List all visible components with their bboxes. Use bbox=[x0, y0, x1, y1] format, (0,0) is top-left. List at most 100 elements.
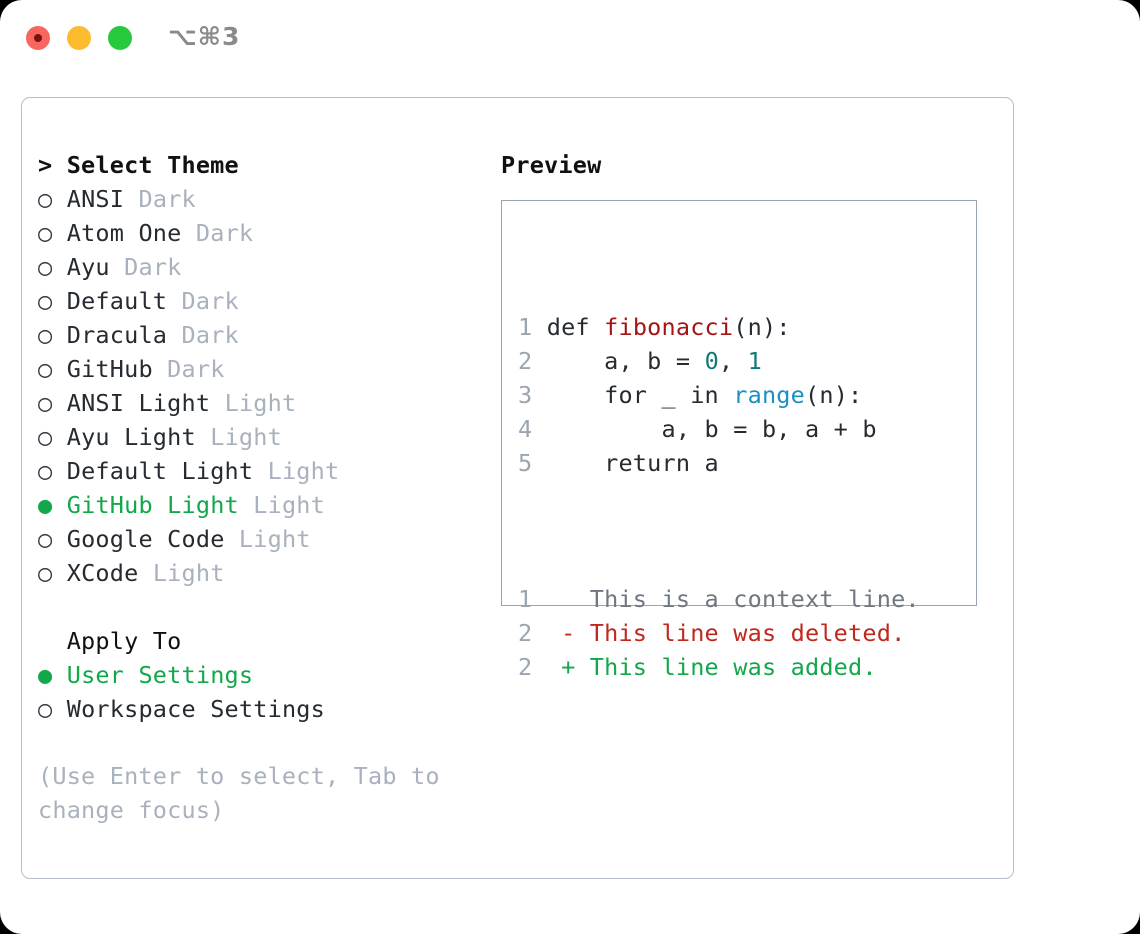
code-token-number: 1 bbox=[747, 347, 762, 375]
theme-option-label: Atom One bbox=[66, 219, 182, 247]
code-token-plain: a, b = bbox=[546, 347, 705, 375]
diff-marker bbox=[561, 585, 590, 613]
code-line: 4 a, b = b, a + b bbox=[518, 412, 920, 446]
spacer bbox=[52, 185, 66, 213]
maximize-window-button[interactable] bbox=[108, 26, 132, 50]
theme-option-ayu-light[interactable]: ○ Ayu Light Light bbox=[38, 420, 488, 454]
theme-option-ansi-light[interactable]: ○ ANSI Light Light bbox=[38, 386, 488, 420]
apply-to-option-workspace-settings[interactable]: ○ Workspace Settings bbox=[38, 692, 488, 726]
theme-option-label: Ayu Light bbox=[66, 423, 196, 451]
section-spacer bbox=[38, 590, 488, 624]
theme-option-dracula[interactable]: ○ Dracula Dark bbox=[38, 318, 488, 352]
theme-option-tag: Light bbox=[210, 423, 282, 451]
diff-line-context: 1 This is a context line. bbox=[518, 582, 920, 616]
diff-text: This is a context line. bbox=[589, 585, 920, 613]
code-token-plain: , bbox=[718, 347, 748, 375]
spacer bbox=[52, 287, 66, 315]
spacer bbox=[52, 661, 66, 689]
line-number: 2 bbox=[518, 653, 533, 681]
code-line: 3 for _ in range(n): bbox=[518, 378, 920, 412]
panel-columns: > Select Theme ○ ANSI Dark○ Atom One Dar… bbox=[22, 98, 1013, 878]
line-number: 3 bbox=[518, 381, 533, 409]
theme-option-label: Ayu bbox=[66, 253, 110, 281]
apply-to-option-label: Workspace Settings bbox=[66, 695, 325, 723]
theme-option-label: ANSI Light bbox=[66, 389, 211, 417]
apply-to-option-label: User Settings bbox=[66, 661, 254, 689]
theme-option-label: Default bbox=[66, 287, 168, 315]
line-number: 1 bbox=[518, 585, 533, 613]
radio-unselected-icon: ○ bbox=[38, 457, 53, 485]
close-window-button[interactable] bbox=[26, 26, 50, 50]
preview-title: Preview bbox=[501, 151, 602, 179]
spacer bbox=[196, 423, 210, 451]
radio-unselected-icon: ○ bbox=[38, 287, 53, 315]
title-bar: ⌥⌘3 bbox=[0, 0, 1140, 78]
code-token-builtin: range bbox=[733, 381, 805, 409]
radio-unselected-icon: ○ bbox=[38, 389, 53, 417]
theme-option-xcode[interactable]: ○ XCode Light bbox=[38, 556, 488, 590]
theme-option-tag: Light bbox=[224, 389, 297, 417]
window-controls bbox=[26, 26, 132, 50]
spacer bbox=[52, 423, 66, 451]
radio-unselected-icon: ○ bbox=[38, 525, 53, 553]
line-number: 4 bbox=[518, 415, 533, 443]
code-token-number: 0 bbox=[704, 347, 719, 375]
spacer bbox=[52, 695, 66, 723]
spacer bbox=[52, 253, 66, 281]
code-token-plain: return a bbox=[546, 449, 719, 477]
spacer bbox=[52, 355, 66, 383]
theme-option-tag: Dark bbox=[195, 219, 254, 247]
radio-selected-icon: ● bbox=[38, 491, 53, 519]
theme-option-ansi[interactable]: ○ ANSI Dark bbox=[38, 182, 488, 216]
theme-option-label: XCode bbox=[66, 559, 139, 587]
spacer bbox=[52, 457, 66, 485]
code-token-plain: (n): bbox=[805, 381, 863, 409]
theme-selection-column: > Select Theme ○ ANSI Dark○ Atom One Dar… bbox=[38, 148, 488, 827]
diff-line-added: 2 + This line was added. bbox=[518, 650, 920, 684]
apply-to-title: Apply To bbox=[38, 627, 182, 655]
theme-option-atom-one[interactable]: ○ Atom One Dark bbox=[38, 216, 488, 250]
spacer bbox=[532, 313, 546, 341]
line-number: 2 bbox=[518, 619, 533, 647]
spacer bbox=[138, 559, 152, 587]
spacer bbox=[52, 321, 66, 349]
main-panel: > Select Theme ○ ANSI Dark○ Atom One Dar… bbox=[21, 97, 1014, 879]
radio-unselected-icon: ○ bbox=[38, 185, 53, 213]
theme-list-title: > Select Theme bbox=[38, 151, 239, 179]
theme-option-github-light[interactable]: ● GitHub Light Light bbox=[38, 488, 488, 522]
theme-option-tag: Light bbox=[267, 457, 340, 485]
radio-unselected-icon: ○ bbox=[38, 321, 53, 349]
diff-text: This line was added. bbox=[589, 653, 877, 681]
apply-to-list[interactable]: ● User Settings○ Workspace Settings bbox=[38, 658, 488, 726]
code-line: 2 a, b = 0, 1 bbox=[518, 344, 920, 378]
spacer bbox=[52, 219, 66, 247]
code-line: 5 return a bbox=[518, 446, 920, 480]
code-line: 1 def fibonacci(n): bbox=[518, 310, 920, 344]
diff-marker: - bbox=[561, 619, 590, 647]
spacer bbox=[532, 347, 546, 375]
radio-unselected-icon: ○ bbox=[38, 423, 53, 451]
spacer bbox=[532, 415, 546, 443]
theme-option-github[interactable]: ○ GitHub Dark bbox=[38, 352, 488, 386]
code-token-function: fibonacci bbox=[604, 313, 734, 341]
theme-option-label: GitHub bbox=[66, 355, 153, 383]
theme-option-ayu[interactable]: ○ Ayu Dark bbox=[38, 250, 488, 284]
theme-option-label: ANSI bbox=[66, 185, 125, 213]
theme-list[interactable]: ○ ANSI Dark○ Atom One Dark○ Ayu Dark○ De… bbox=[38, 182, 488, 590]
minimize-window-button[interactable] bbox=[67, 26, 91, 50]
theme-option-google-code[interactable]: ○ Google Code Light bbox=[38, 522, 488, 556]
code-token-plain: for _ in bbox=[546, 381, 734, 409]
radio-unselected-icon: ○ bbox=[38, 559, 53, 587]
apply-to-option-user-settings[interactable]: ● User Settings bbox=[38, 658, 488, 692]
spacer bbox=[210, 389, 224, 417]
spacer bbox=[225, 525, 239, 553]
diff-marker: + bbox=[561, 653, 590, 681]
theme-option-default[interactable]: ○ Default Dark bbox=[38, 284, 488, 318]
theme-option-default-light[interactable]: ○ Default Light Light bbox=[38, 454, 488, 488]
theme-option-label: Default Light bbox=[66, 457, 254, 485]
radio-unselected-icon: ○ bbox=[38, 695, 53, 723]
theme-option-tag: Dark bbox=[138, 185, 196, 213]
